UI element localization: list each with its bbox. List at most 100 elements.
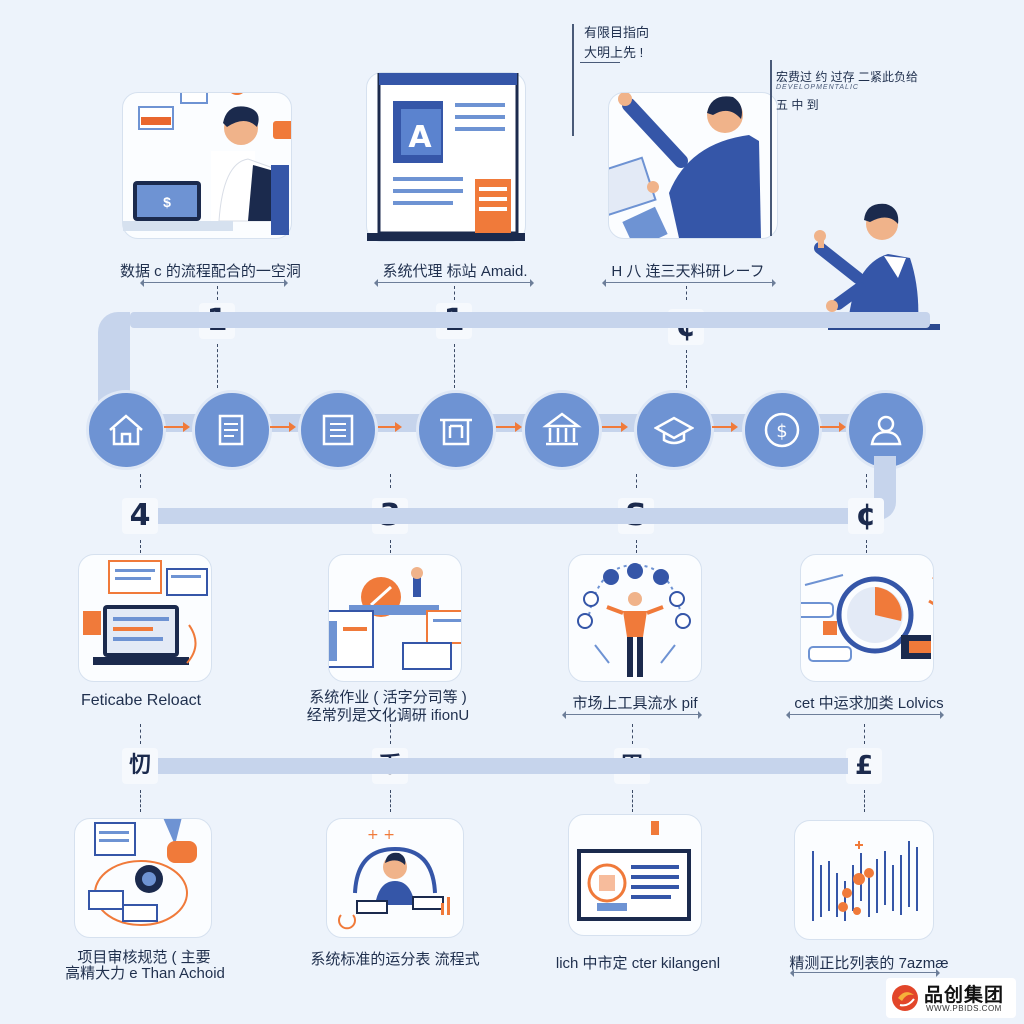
- flow-arrow-3: [378, 422, 402, 432]
- card-laptop-workflow: [78, 554, 212, 682]
- card-chart-analytics: [792, 554, 942, 682]
- laptop-workflow-illustration: [83, 560, 208, 665]
- caption-top-3-range: [602, 279, 776, 287]
- connector-mid-1b: [140, 540, 141, 558]
- note-top-line2: 大明上先 !: [584, 45, 644, 60]
- bank-icon: [542, 412, 582, 446]
- step-badge-mid-4: ¢: [848, 498, 884, 534]
- step-circle-2[interactable]: [192, 390, 272, 470]
- presenter-right-illustration: [814, 203, 940, 330]
- watermark-logo: 品创集团 WWW.PBIDS.COM: [886, 978, 1016, 1018]
- caption-mid-2a: 系统作业 ( 活字分司等 ): [309, 689, 467, 706]
- documents-loop-illustration: [88, 813, 197, 926]
- connector-low-2b: [390, 790, 391, 812]
- note-right-line1: 宏费过 约 过存 二紧此负给: [776, 70, 919, 84]
- tools-illustration: [320, 567, 476, 670]
- step-circle-7[interactable]: $: [742, 390, 822, 470]
- brand-logo-icon: [892, 985, 918, 1011]
- note-right-line3: 五 中 到: [776, 98, 819, 112]
- caption-top-2: 系统代理 标站 Amaid.: [382, 263, 528, 280]
- card-browser-window: A: [366, 71, 526, 242]
- flow-arrow-5: [602, 422, 628, 432]
- step-circle-3[interactable]: [298, 390, 378, 470]
- card-tools: [320, 554, 476, 682]
- track-top: [130, 312, 930, 328]
- presenter-illustration: [593, 92, 761, 250]
- house-icon: [109, 414, 143, 446]
- connector-top-2b: [454, 344, 455, 388]
- line-chart-illustration: [812, 841, 918, 921]
- connector-low-3: [632, 724, 633, 744]
- caption-top-2-range: [374, 279, 534, 287]
- list-icon: [322, 414, 354, 446]
- vertical-range-note: [572, 24, 574, 136]
- caption-mid-1: Feticabe Reloact: [80, 692, 202, 709]
- person-loop-illustration: + +: [338, 827, 450, 930]
- connector-low-2: [390, 724, 391, 744]
- connector-mid-4b: [866, 540, 867, 558]
- connector-top-2: [454, 286, 455, 300]
- card-line-chart: [794, 820, 934, 940]
- caption-top-1: 数据 c 的流程配合的一空洞: [120, 263, 301, 280]
- connector-mid-1: [140, 474, 141, 488]
- caption-mid-4: cet 中运求加类 Lolvics: [794, 695, 944, 712]
- svg-text:+ +: + +: [367, 827, 395, 843]
- connector-mid-3: [636, 474, 637, 488]
- connector-mid-2b: [390, 540, 391, 558]
- note-top-line1: 有限目指向: [584, 25, 650, 40]
- vertical-range-note-right: [770, 60, 772, 236]
- caption-bottom-4-range: [790, 969, 940, 977]
- caption-mid-2b: 经常列是文化调研 ifionU: [306, 707, 470, 724]
- graduation-cap-icon: [654, 416, 694, 445]
- user-icon: [870, 415, 902, 446]
- caption-bottom-4: 精测正比列表的 7azmæ: [789, 955, 949, 972]
- card-presenter: [593, 92, 778, 250]
- step-circle-1[interactable]: [86, 390, 166, 470]
- caption-top-3: H 八 连三天料研レーフ: [611, 263, 765, 280]
- card-person-icons: [568, 554, 702, 682]
- caption-mid-3: 市场上工具流水 pif: [572, 695, 698, 712]
- step-circle-5[interactable]: [522, 390, 602, 470]
- svg-text:$: $: [163, 194, 171, 210]
- connector-low-4: [864, 724, 865, 744]
- flow-arrow-2: [270, 422, 296, 432]
- caption-mid-4-range: [786, 711, 944, 719]
- flow-arrow-6: [712, 422, 738, 432]
- connector-mid-4: [866, 474, 867, 488]
- card-business-person: $: [122, 75, 301, 239]
- caption-bottom-3: lich 中市定 cter kilangenl: [555, 955, 721, 972]
- note-right-line2: DEVELOPMENTALIC: [776, 84, 859, 91]
- step-badge-mid-1: 4: [122, 498, 158, 534]
- connector-top-1: [217, 286, 218, 300]
- track-middle: [158, 508, 848, 524]
- step-badge-low-1: 忉: [122, 748, 158, 784]
- dollar-icon: $: [764, 412, 800, 448]
- person-with-icons-illustration: [577, 563, 691, 677]
- step-badge-low-4: £: [846, 748, 882, 784]
- step-circle-4[interactable]: [416, 390, 496, 470]
- step-circle-6[interactable]: [634, 390, 714, 470]
- connector-mid-3b: [636, 540, 637, 558]
- caption-top-1-range: [140, 279, 288, 287]
- card-monitor-display: [568, 814, 702, 936]
- connector-low-3b: [632, 790, 633, 812]
- svg-text:A: A: [408, 120, 432, 155]
- card-person-loop: + +: [326, 818, 464, 938]
- note-underline: [580, 62, 620, 63]
- brand-url: WWW.PBIDS.COM: [926, 1004, 1002, 1013]
- track-lower: [158, 758, 848, 774]
- card-documents-loop: [74, 813, 212, 938]
- flow-arrow-4: [496, 422, 522, 432]
- shop-icon: [440, 418, 472, 446]
- connector-top-1b: [217, 344, 218, 388]
- caption-bottom-1b: 高精大力 e Than Achoid: [65, 965, 225, 982]
- caption-mid-3-range: [562, 711, 702, 719]
- browser-illustration: A: [367, 71, 525, 241]
- monitor-display-illustration: [577, 821, 691, 921]
- connector-low-1b: [140, 790, 141, 812]
- flow-arrow-1: [164, 422, 190, 432]
- caption-bottom-1a: 项目审核规范 ( 主要: [77, 949, 211, 966]
- connector-top-3: [686, 286, 687, 300]
- connector-top-3b: [686, 350, 687, 388]
- flow-arrow-7: [820, 422, 846, 432]
